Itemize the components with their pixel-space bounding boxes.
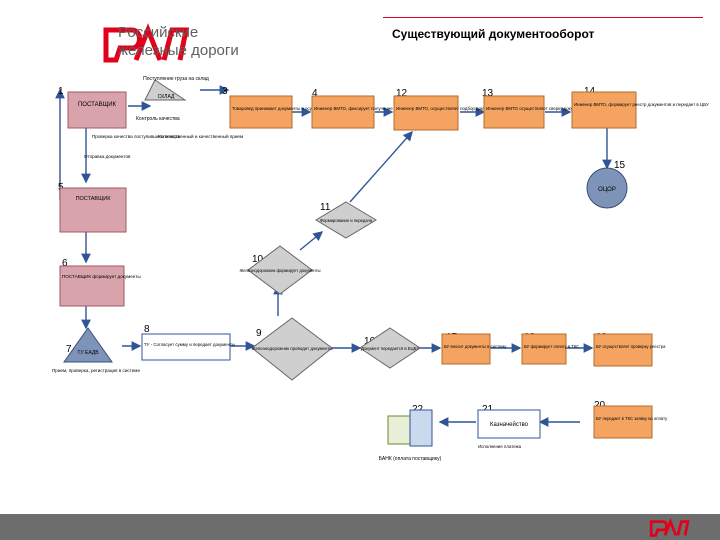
step-3: 3 (222, 86, 228, 97)
node-19-accountant (593, 333, 653, 367)
node-21-label: Казначейство (490, 421, 529, 428)
step-13: 13 (482, 88, 494, 99)
node-4-label: Инженер ВМТО, фиксирует получение докуме… (314, 106, 418, 111)
node-4-engineer (311, 95, 375, 129)
node-16-label: Документ передается в ЕЦБУ (361, 346, 419, 351)
brand-line2: железные дороги (118, 42, 239, 59)
node-19-label: БУ осуществляет проверку реестра (596, 344, 666, 349)
note-top: Поступление груза на склад (143, 76, 209, 82)
node-10-railway (247, 245, 313, 295)
node-11-transfer (315, 201, 377, 239)
node-22-label: БАНК (оплата поставщику) (379, 456, 442, 462)
rzd-logo (103, 23, 190, 63)
brand-line1: Российские (118, 24, 199, 41)
node-8-label: ТУ - Согласует сумму и передает документ… (144, 342, 235, 347)
note-2b: Количественный и качественный прием (158, 133, 243, 139)
node-11-label: Формирование и передача (320, 218, 373, 223)
node-14-label: Инженер ВМТО, формирует реестр документо… (574, 102, 709, 107)
note-send: Отправка документов (84, 154, 131, 159)
footer-rzd-logo (649, 517, 690, 537)
node-13-engineer (483, 95, 545, 129)
node-18-accountant (521, 333, 567, 365)
note-21: Исполнение платежа (478, 444, 522, 449)
node-21-treasury (477, 409, 541, 439)
node-17-label: БУ вносит документы в систему (444, 344, 507, 349)
note-check: Контроль качества (136, 116, 180, 122)
node-1-label: ПОСТАВЩИК (78, 102, 117, 108)
node-5-label: ПОСТАВЩИК (76, 196, 112, 202)
step-4: 4 (312, 88, 318, 99)
node-12-label: Инженер ВМТО, осуществляет подбор докуме… (396, 106, 524, 111)
step-8: 8 (144, 324, 150, 335)
document-flow-diagram: 1 2 3 4 12 13 14 15 5 6 7 8 9 10 11 16 1… (52, 76, 709, 462)
node-6-label: ПОСТАВЩИК формирует документы (62, 274, 141, 279)
node-5-supplier (59, 187, 127, 233)
node-9-railway (251, 317, 333, 381)
node-1-supplier (67, 91, 127, 129)
node-9-label: Железнодорожник проводит документы (251, 346, 332, 351)
node-16-transfer (359, 327, 421, 369)
node-12-engineer (393, 95, 459, 131)
page-title: Существующий документооборот (392, 27, 595, 41)
node-10-label: Железнодорожник формирует документы (239, 268, 320, 273)
step-10: 10 (252, 254, 264, 265)
node-15-label: ОЦОР (598, 187, 616, 193)
node-3-label: Товаровед принимает документы и осуществ… (232, 106, 354, 111)
node-3-clerk (229, 95, 293, 129)
step-11: 11 (320, 202, 331, 213)
node-8-unit (141, 333, 231, 361)
node-15-ocor (586, 167, 628, 209)
node-2-label: СКЛАД (158, 94, 175, 100)
bank-icon (387, 409, 433, 447)
step-1: 1 (58, 86, 64, 97)
node-6-supplier (59, 265, 125, 307)
step-12: 12 (396, 88, 408, 99)
node-18-label: БУ формирует оплату в ТКС (524, 344, 579, 349)
step-7: 7 (66, 344, 72, 355)
step-6: 6 (62, 258, 68, 269)
node-2-warehouse (144, 79, 187, 101)
step-15: 15 (614, 160, 626, 171)
note-2a: Проверка качества поступившего товара (92, 134, 180, 139)
connectors (55, 85, 612, 427)
note-7: Прием, проверка, регистрация в системе (52, 368, 140, 373)
footer-bar (0, 514, 720, 540)
node-17-accountant (441, 333, 491, 365)
header-rule (383, 17, 703, 18)
node-7-label: ТУ ЕАДВ (77, 350, 99, 356)
step-9: 9 (256, 328, 262, 339)
node-20-accountant (593, 405, 653, 439)
node-20-label: БУ передает в ТКС заявку на оплату (596, 416, 668, 421)
node-14-engineer (571, 91, 637, 129)
node-13-label: Инженер ВМТО осуществляет сверку докумен… (486, 106, 601, 111)
node-7-unit (63, 327, 113, 363)
